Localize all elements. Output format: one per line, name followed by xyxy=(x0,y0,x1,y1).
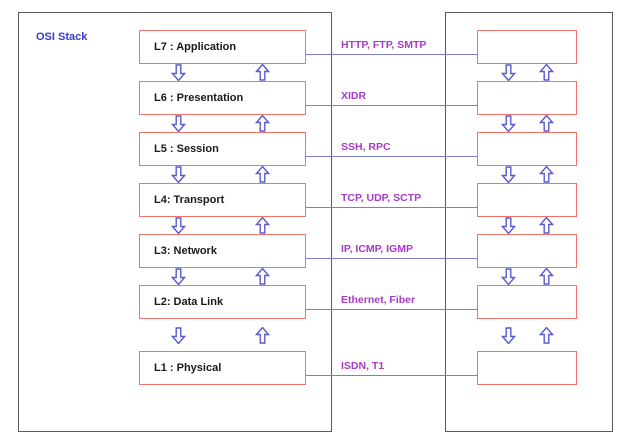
peer-layer-box-5[interactable] xyxy=(477,132,577,166)
protocol-label: IP, ICMP, IGMP xyxy=(341,243,413,255)
arrow-down-icon xyxy=(501,268,516,285)
osi-layer-label: L7 : Application xyxy=(154,41,237,53)
protocol-connector-line xyxy=(306,156,477,157)
osi-layer-box-2[interactable]: L2: Data Link xyxy=(139,285,306,319)
protocol-connector-line xyxy=(306,207,477,208)
protocol-label: TCP, UDP, SCTP xyxy=(341,192,422,204)
page-title: OSI Stack xyxy=(36,31,88,43)
osi-layer-label: L3: Network xyxy=(154,245,217,257)
arrow-up-icon xyxy=(539,166,554,183)
arrow-down-icon xyxy=(501,64,516,81)
osi-layer-box-1[interactable]: L1 : Physical xyxy=(139,351,306,385)
protocol-connector-line xyxy=(306,54,477,55)
peer-layer-box-6[interactable] xyxy=(477,81,577,115)
arrow-down-icon xyxy=(501,166,516,183)
arrow-down-icon xyxy=(171,64,186,81)
osi-layer-label: L5 : Session xyxy=(154,143,219,155)
protocol-label: SSH, RPC xyxy=(341,141,391,153)
osi-layer-label: L6 : Presentation xyxy=(154,92,244,104)
arrow-down-icon xyxy=(501,326,516,344)
arrow-down-icon xyxy=(171,326,186,344)
peer-layer-box-1[interactable] xyxy=(477,351,577,385)
osi-layer-label: L2: Data Link xyxy=(154,296,224,308)
arrow-down-icon xyxy=(171,115,186,132)
peer-layer-box-7[interactable] xyxy=(477,30,577,64)
protocol-connector-line xyxy=(306,375,477,376)
peer-layer-box-3[interactable] xyxy=(477,234,577,268)
protocol-label: Ethernet, Fiber xyxy=(341,294,416,306)
osi-layer-box-6[interactable]: L6 : Presentation xyxy=(139,81,306,115)
protocol-connector-line xyxy=(306,258,477,259)
osi-layer-label: L4: Transport xyxy=(154,194,225,206)
peer-layer-box-4[interactable] xyxy=(477,183,577,217)
arrow-up-icon xyxy=(539,268,554,285)
osi-layer-box-5[interactable]: L5 : Session xyxy=(139,132,306,166)
arrow-up-icon xyxy=(255,326,270,344)
arrow-up-icon xyxy=(539,326,554,344)
arrow-down-icon xyxy=(171,268,186,285)
osi-layer-box-3[interactable]: L3: Network xyxy=(139,234,306,268)
protocol-connector-line xyxy=(306,105,477,106)
arrow-up-icon xyxy=(255,115,270,132)
arrow-up-icon xyxy=(255,268,270,285)
arrow-down-icon xyxy=(171,166,186,183)
arrow-up-icon xyxy=(539,115,554,132)
arrow-up-icon xyxy=(255,64,270,81)
arrow-up-icon xyxy=(255,217,270,234)
arrow-up-icon xyxy=(255,166,270,183)
arrow-down-icon xyxy=(171,217,186,234)
arrow-down-icon xyxy=(501,115,516,132)
arrow-down-icon xyxy=(501,217,516,234)
arrow-up-icon xyxy=(539,64,554,81)
protocol-label: XIDR xyxy=(341,90,367,102)
osi-layer-box-4[interactable]: L4: Transport xyxy=(139,183,306,217)
arrow-up-icon xyxy=(539,217,554,234)
peer-layer-box-2[interactable] xyxy=(477,285,577,319)
osi-layer-box-7[interactable]: L7 : Application xyxy=(139,30,306,64)
protocol-connector-line xyxy=(306,309,477,310)
osi-layer-label: L1 : Physical xyxy=(154,362,222,374)
protocol-label: ISDN, T1 xyxy=(341,360,385,372)
protocol-label: HTTP, FTP, SMTP xyxy=(341,39,427,51)
